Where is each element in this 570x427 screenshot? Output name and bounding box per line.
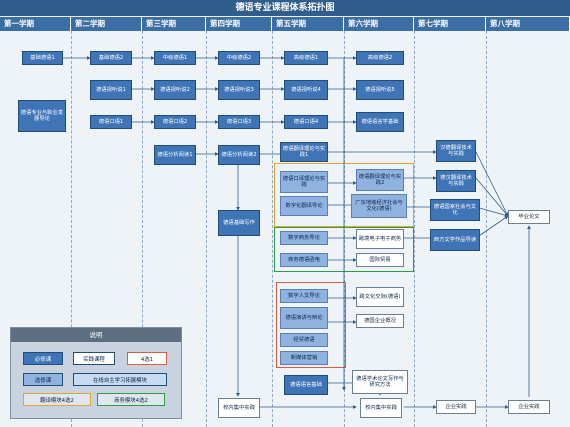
semester-7-header: 第七学期 (414, 17, 486, 31)
course-translation-theory-2: 德语翻译理论与实践2 (356, 169, 404, 191)
semester-5-header: 第五学期 (272, 17, 344, 31)
course-basic-writing: 德语基础写作 (218, 210, 260, 236)
legend-business-module: 商务模块4选2 (97, 393, 165, 406)
course-basic-german-2: 基础德语2 (90, 51, 132, 65)
legend-required: 必修课 (23, 352, 63, 365)
semester-7-column (414, 31, 487, 427)
legend: 说明 必修课 实践课程 4选1 选修课 在线自主学习拓展模块 翻译模块4选2 商… (10, 327, 182, 419)
course-listen-3: 德语视听说3 (218, 80, 260, 100)
course-intermediate-2: 中级德语2 (218, 51, 260, 65)
semester-1-column (0, 31, 72, 427)
course-oral-2: 德语口语2 (154, 115, 196, 129)
course-career-intro: 德语专业与职业发展导论 (18, 100, 66, 132)
semester-5-column (272, 31, 345, 427)
course-de-cn-translation: 德汉翻译技术与实践 (436, 170, 476, 192)
course-oral-4: 德语口语4 (284, 115, 328, 129)
course-oral-3: 德语口语3 (218, 115, 260, 129)
semester-3-column (142, 31, 207, 427)
semester-4-column (206, 31, 273, 427)
course-oral-1: 德语口语1 (90, 115, 132, 129)
course-interpreting-theory: 德语口译理论与实践 (280, 171, 328, 193)
course-digital-translation: 数字化翻译导论 (280, 196, 328, 216)
semester-2-column (71, 31, 143, 427)
course-new-media-marketing: 新媒体营销 (280, 351, 328, 365)
course-intermediate-1: 中级德语1 (154, 51, 196, 65)
diagram-title: 德语专业课程体系拓扑图 (0, 0, 570, 16)
choose-one-group (276, 282, 346, 368)
legend-elective: 选修课 (23, 373, 63, 386)
course-basic-german-1: 基础德语1 (22, 51, 63, 65)
legend-practice: 实践课程 (73, 352, 115, 365)
course-digital-business: 数字商务导论 (280, 231, 328, 245)
course-intercultural-communication: 跨文化交际(德语) (356, 287, 404, 307)
course-listen-2: 德语视听说2 (154, 80, 196, 100)
legend-translation-module: 翻译模块4选2 (23, 393, 91, 406)
course-cross-border-ecommerce: 跨境电子电子商务 (356, 229, 404, 249)
course-reading-2: 德语分析阅读2 (218, 145, 260, 165)
course-graduation-thesis: 毕业论文 (508, 210, 550, 224)
practice-enterprise-2: 企业实践 (508, 400, 550, 414)
semester-6-header: 第六学期 (344, 17, 414, 31)
legend-choose-one: 4选1 (127, 352, 167, 365)
course-western-literature: 西方文学作品导读 (430, 229, 480, 251)
course-listen-1: 德语视听说1 (90, 80, 132, 100)
course-economic-german: 经贸德语 (280, 333, 328, 347)
practice-enterprise-1: 企业实践 (436, 400, 476, 414)
practice-campus-2: 校内集中实践 (360, 398, 402, 418)
semester-4-header: 第四学期 (206, 17, 272, 31)
course-listen-4: 德语视听说4 (284, 80, 328, 100)
course-business-correspondence: 商务德语函电 (280, 253, 328, 267)
semester-2-header: 第二学期 (71, 17, 142, 31)
course-german-society: 德语国家社会与文化 (430, 199, 480, 221)
semester-1-header: 第一学期 (0, 17, 71, 31)
course-advanced-1: 高级德语1 (284, 51, 328, 65)
course-reading-1: 德语分析阅读1 (154, 145, 196, 165)
course-linguistic-basics: 德语语言基础 (284, 375, 328, 395)
course-listen-5: 德语视听说5 (356, 80, 404, 100)
legend-online-module: 在线自主学习拓展模块 (73, 373, 167, 386)
course-translation-theory-1: 德语翻译理论与实践1 (280, 142, 328, 162)
course-cn-de-translation: 汉德翻译技术与实践 (436, 140, 476, 162)
course-guangdong-regional: 广东地域经济社会与文化(德语) (351, 194, 407, 218)
course-digital-humanities: 数字人文导论 (280, 289, 328, 303)
legend-title: 说明 (11, 328, 181, 342)
course-advanced-2: 高级德语2 (356, 51, 404, 65)
semester-6-column (344, 31, 415, 427)
practice-campus-1: 校内集中实践 (218, 398, 260, 418)
course-german-linguistics: 德语语言学基础 (356, 112, 404, 132)
course-german-companies: 德国企业概况 (356, 314, 404, 328)
course-international-trade: 国际贸易 (356, 253, 404, 267)
course-speech-debate: 德语演讲与辩论 (280, 307, 328, 329)
semester-3-header: 第三学期 (142, 17, 206, 31)
course-thesis-methods: 德语学术论文写作与研究方法 (352, 370, 408, 394)
